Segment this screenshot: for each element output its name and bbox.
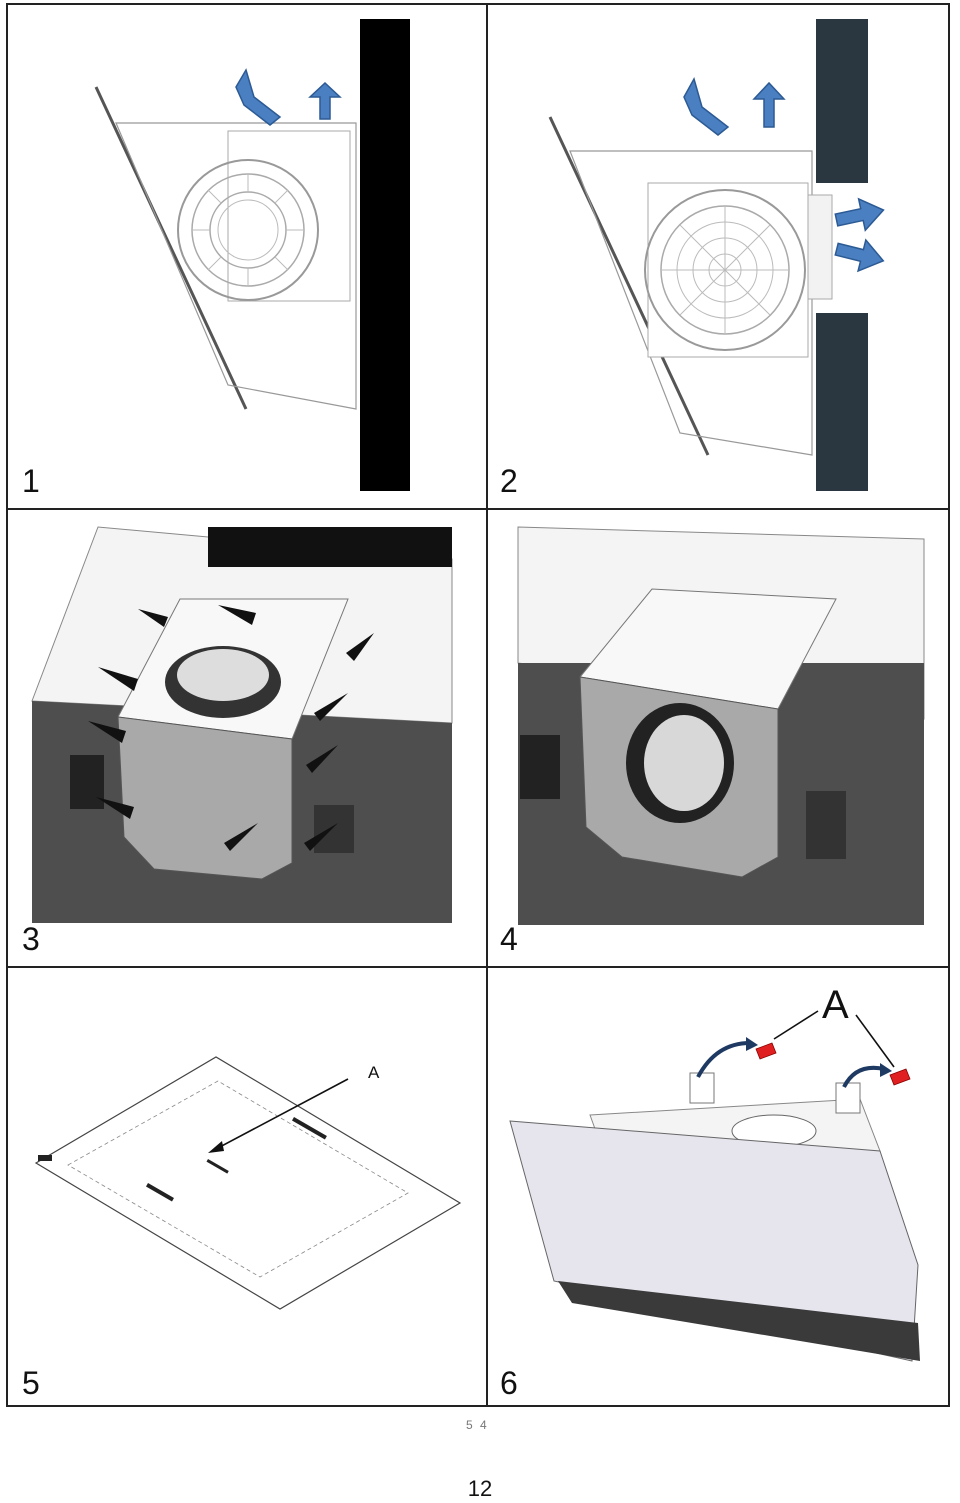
panel-3-illustration bbox=[31, 526, 453, 923]
panel-2-illustration bbox=[548, 19, 885, 491]
grid-divider-horizontal-1 bbox=[8, 508, 948, 510]
airflow-arrow-diagonal bbox=[235, 68, 282, 126]
panel-1-illustration bbox=[94, 19, 410, 491]
panel-6-illustration bbox=[509, 1010, 920, 1362]
panel-number: 6 bbox=[500, 1365, 518, 1401]
panel-number: 2 bbox=[500, 463, 518, 499]
airflow-arrow-up bbox=[752, 81, 786, 128]
callout-arrow-line bbox=[215, 1078, 349, 1150]
panel-5: A 5 bbox=[8, 965, 478, 1407]
mounting-clip-right bbox=[889, 1068, 911, 1086]
grid-divider-horizontal-2 bbox=[8, 966, 948, 968]
callout-line-right bbox=[855, 1014, 895, 1068]
footer-fragment: 5 4 bbox=[466, 1418, 489, 1432]
panel-number: 4 bbox=[500, 921, 518, 957]
panel-3: 3 bbox=[8, 507, 478, 963]
panel-6: A 6 bbox=[480, 965, 950, 1407]
panel-1: 1 bbox=[8, 5, 478, 505]
panel-number: 5 bbox=[22, 1365, 40, 1401]
page-number: 12 bbox=[467, 1476, 493, 1501]
illustration-grid bbox=[6, 3, 950, 1407]
mounting-clip-left bbox=[755, 1042, 777, 1060]
callout-label-a: A bbox=[368, 1063, 380, 1082]
airflow-arrow-right bbox=[834, 197, 885, 232]
arrow-markers bbox=[88, 605, 374, 851]
panel-2: 2 bbox=[480, 5, 950, 505]
panel-number: 3 bbox=[22, 921, 40, 957]
panel-number: 1 bbox=[22, 463, 40, 499]
callout-label-a: A bbox=[822, 983, 849, 1027]
callout-line-left bbox=[773, 1010, 819, 1040]
airflow-arrow-diagonal bbox=[683, 77, 730, 136]
panel-4: 4 bbox=[480, 507, 950, 963]
airflow-arrow-right bbox=[834, 238, 885, 273]
grid-divider-vertical bbox=[486, 5, 488, 1405]
panel-4-illustration bbox=[517, 526, 925, 925]
panel-5-illustration bbox=[34, 1056, 462, 1310]
airflow-arrow-up bbox=[308, 81, 342, 120]
